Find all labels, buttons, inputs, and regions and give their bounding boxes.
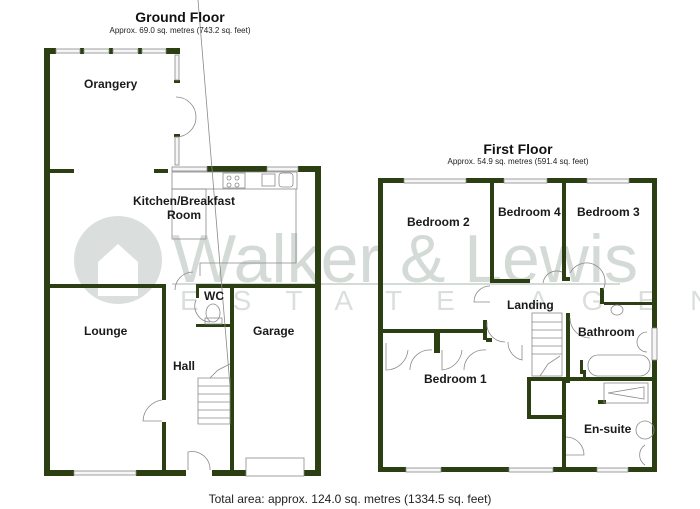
first-floor-title: First Floor: [483, 141, 553, 157]
room-label-ensuite: En-suite: [584, 422, 632, 436]
watermark-subtext: ESTATE AGENTS: [180, 285, 700, 316]
room-label-orangery: Orangery: [84, 77, 138, 91]
room-label-landing: Landing: [507, 298, 554, 312]
room-label-bathroom: Bathroom: [578, 325, 635, 339]
room-label-kitchen-line2: Room: [167, 208, 201, 222]
ground-floor-title: Ground Floor: [135, 9, 225, 25]
room-label-bedroom2: Bedroom 2: [407, 215, 470, 229]
ground-floor-area: Approx. 69.0 sq. metres (743.2 sq. feet): [109, 26, 251, 35]
room-label-wc: WC: [204, 289, 224, 303]
watermark-logo-icon: [74, 216, 162, 304]
first-floor-area: Approx. 54.9 sq. metres (591.4 sq. feet): [447, 157, 589, 166]
room-label-kitchen: Kitchen/Breakfast Room: [124, 194, 244, 222]
room-label-bedroom4: Bedroom 4: [498, 205, 561, 219]
room-label-kitchen-line1: Kitchen/Breakfast: [132, 194, 236, 208]
room-label-garage: Garage: [253, 324, 295, 338]
total-area: Total area: approx. 124.0 sq. metres (13…: [208, 492, 492, 506]
room-label-hall: Hall: [173, 359, 196, 373]
room-label-lounge: Lounge: [84, 324, 128, 338]
room-label-bedroom3: Bedroom 3: [577, 205, 640, 219]
room-label-bedroom1: Bedroom 1: [424, 372, 487, 386]
